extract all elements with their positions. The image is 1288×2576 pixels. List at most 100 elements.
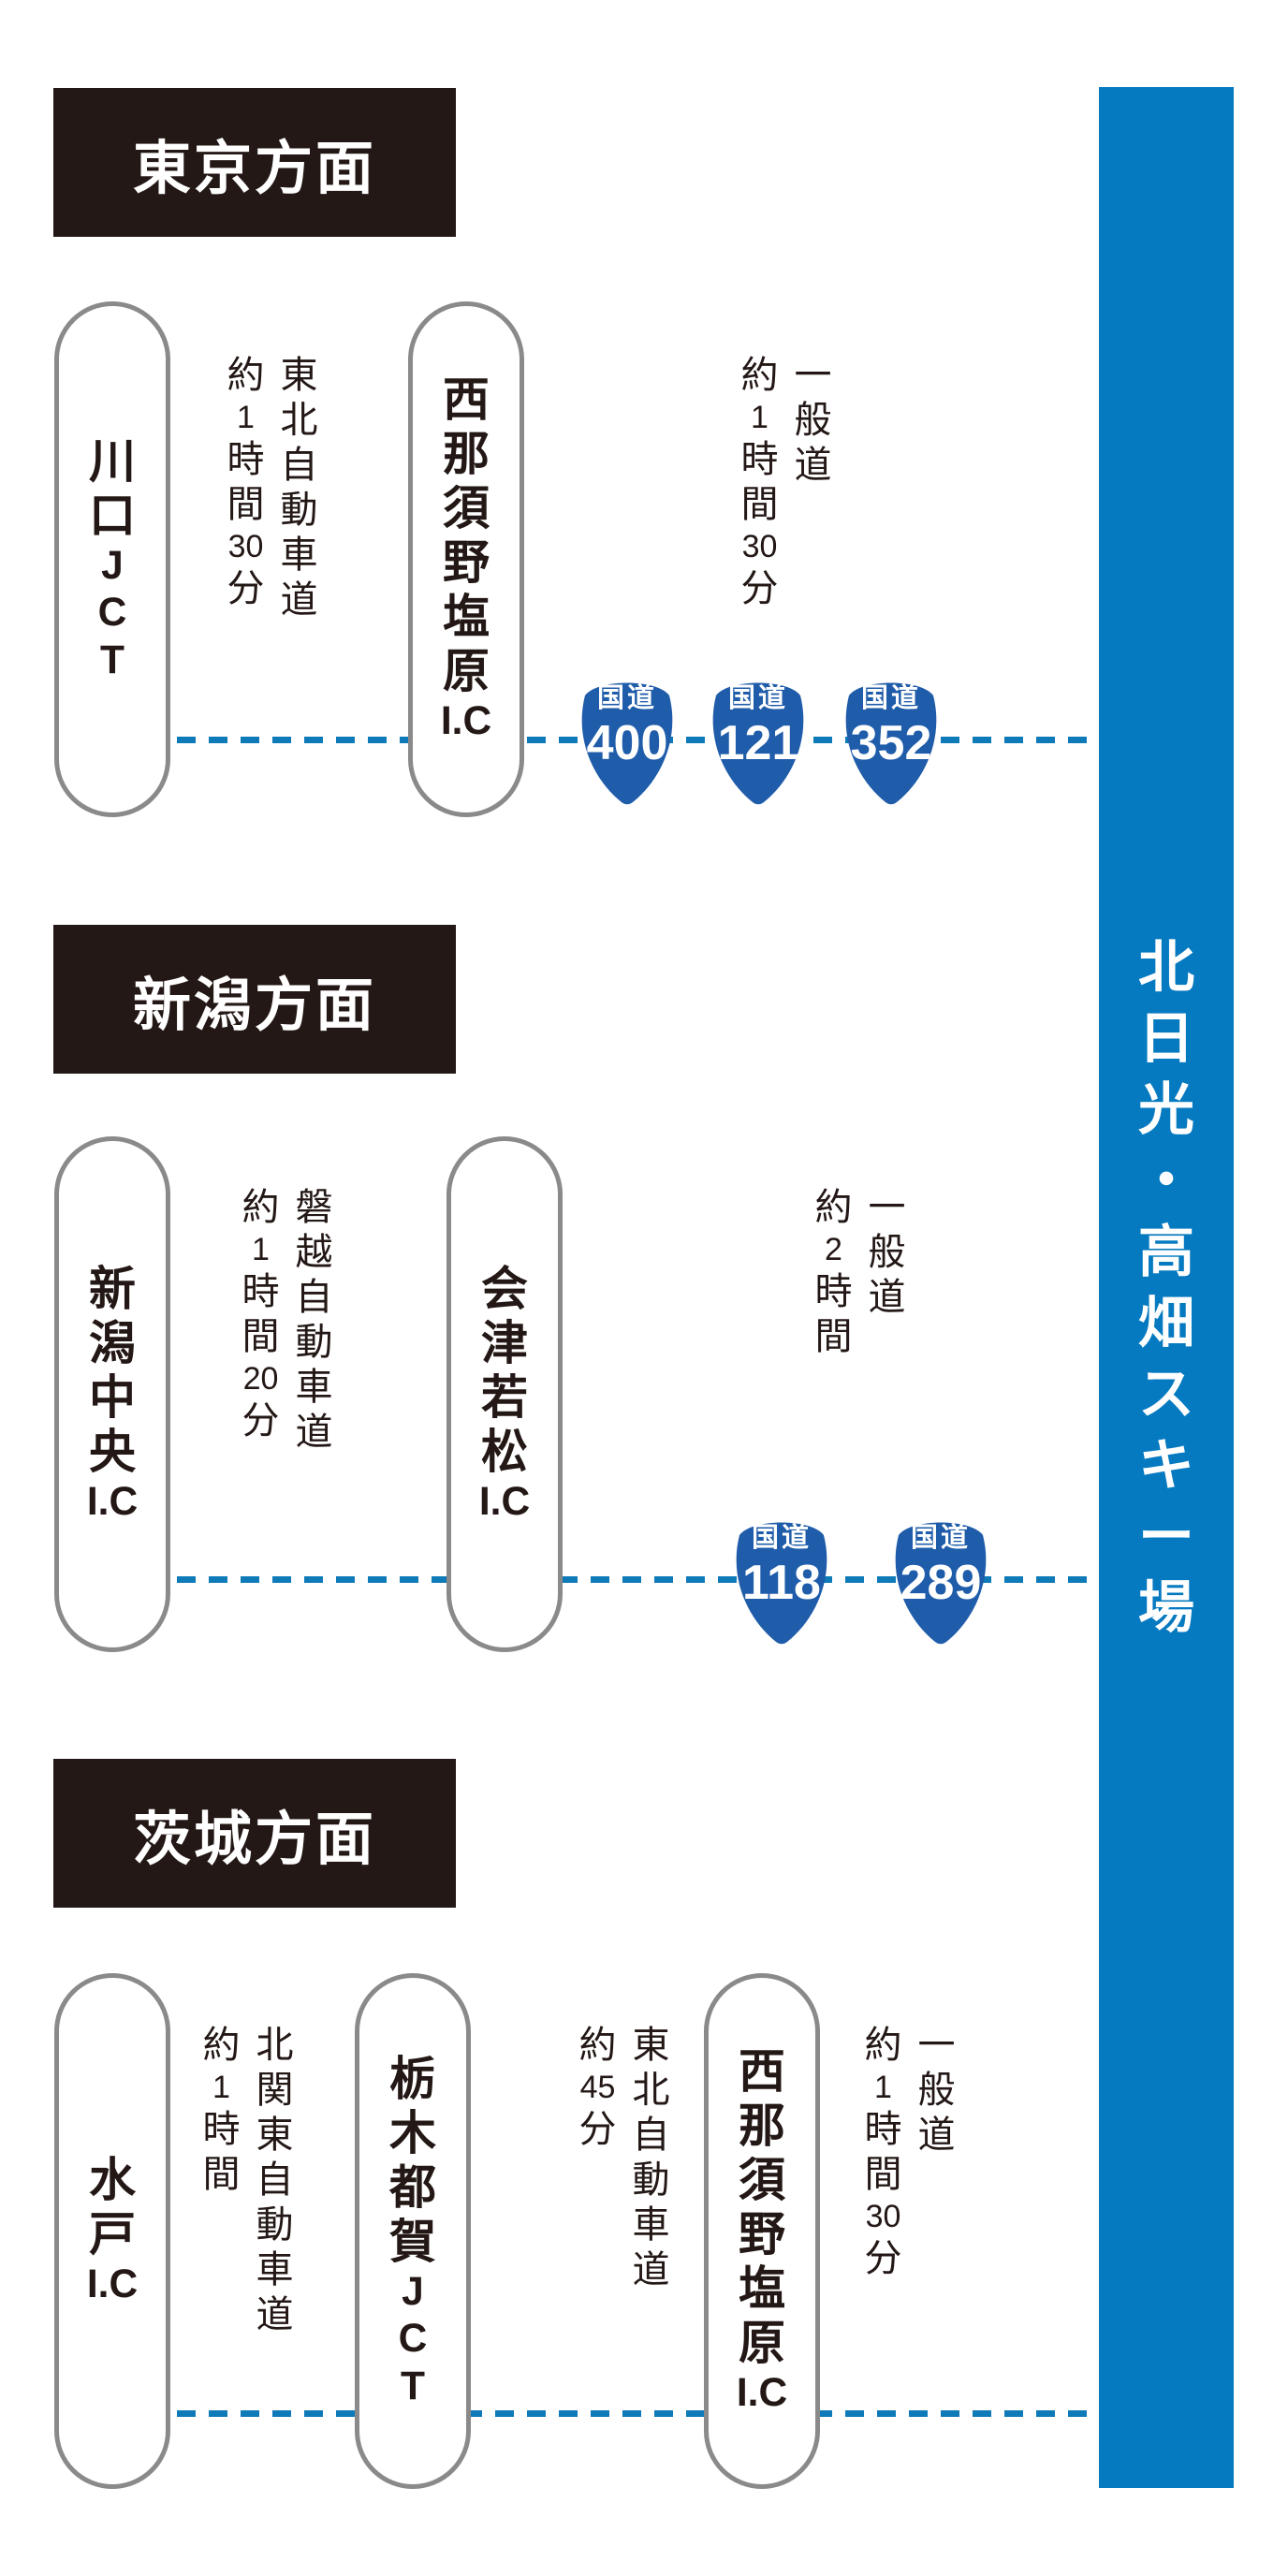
char-segment: 車 <box>295 1367 333 1408</box>
badge-kind-label: 国道 <box>910 1523 971 1553</box>
section-header-niigata: 新潟方面 <box>53 925 456 1074</box>
char-segment: I.C <box>736 2371 788 2416</box>
badge-number: 289 <box>900 1556 982 1610</box>
route-shield-icon <box>736 1522 827 1645</box>
char-segment: ー <box>1138 1504 1194 1568</box>
leg-road-name: 一般道 <box>918 2027 956 2154</box>
char-segment: 北 <box>1138 935 1194 999</box>
char-segment: 東 <box>256 2115 294 2156</box>
char-segment: 一 <box>868 1187 906 1228</box>
char-segment: 30 <box>741 529 778 564</box>
char-segment: 動 <box>295 1322 333 1363</box>
char-segment: 野 <box>739 2208 785 2261</box>
leg-road-name: 一般道 <box>795 357 832 484</box>
char-segment: 1 <box>751 400 768 435</box>
route-badge-289: 国道 289 <box>885 1510 997 1650</box>
route-badge-118: 国道 118 <box>725 1510 838 1650</box>
char-segment: 30 <box>227 529 264 564</box>
char-segment: 潟 <box>89 1317 136 1370</box>
char-segment: 津 <box>481 1317 528 1370</box>
char-segment: 道 <box>280 579 318 621</box>
char-segment: 1 <box>212 2070 230 2105</box>
char-segment: 原 <box>443 645 490 698</box>
char-segment: 時 <box>227 439 265 480</box>
leg-road-name: 北関東自動車道 <box>256 2027 294 2334</box>
char-segment: 塩 <box>739 2262 785 2316</box>
char-segment: ・ <box>1138 1149 1194 1212</box>
char-segment: 分 <box>242 1400 280 1442</box>
char-segment: 時 <box>740 439 779 480</box>
char-segment: 東 <box>632 2025 670 2066</box>
leg-road-name: 磐越自動車道 <box>296 1189 333 1451</box>
char-segment: 中 <box>89 1371 136 1425</box>
char-segment: 般 <box>868 1232 906 1273</box>
char-segment: 北 <box>280 400 318 441</box>
char-segment: J <box>101 543 124 588</box>
char-segment: 光 <box>1138 1077 1194 1141</box>
section-heading-text: 東京方面 <box>132 136 376 201</box>
leg-kitakanto-expressway: 北関東自動車道 約 1 時間 <box>203 2027 294 2334</box>
route-badge-121: 国道 121 <box>702 670 814 811</box>
char-segment: 間 <box>740 484 779 525</box>
route-badge-352: 国道 352 <box>835 670 947 811</box>
char-segment: 北 <box>632 2070 670 2111</box>
char-segment: 動 <box>256 2204 294 2246</box>
route-line-niigata <box>113 1576 1099 1583</box>
char-segment: I.C <box>478 1480 531 1525</box>
char-segment: キ <box>1138 1433 1194 1497</box>
char-segment: 間 <box>227 484 265 525</box>
char-segment: 車 <box>256 2249 294 2291</box>
char-segment: 越 <box>295 1232 333 1273</box>
badge-kind-label: 国道 <box>596 683 657 713</box>
char-segment: 分 <box>864 2238 902 2279</box>
char-segment: 畑 <box>1138 1291 1194 1354</box>
char-segment: I.C <box>86 2262 139 2307</box>
badge-kind-label: 国道 <box>727 683 788 713</box>
char-segment: 時 <box>864 2109 902 2150</box>
char-segment: 若 <box>481 1371 528 1425</box>
char-segment: 間 <box>202 2154 241 2195</box>
char-segment: 那 <box>739 2100 785 2153</box>
char-segment: 般 <box>917 2070 956 2111</box>
char-segment: 新 <box>89 1263 136 1316</box>
char-segment: 戸 <box>89 2208 136 2261</box>
char-segment: 車 <box>632 2204 670 2246</box>
char-segment: 約 <box>242 1187 280 1228</box>
leg-road-name: 東北自動車道 <box>633 2027 670 2289</box>
char-segment: 東 <box>280 355 318 396</box>
char-segment: 須 <box>739 2154 785 2207</box>
char-segment: I.C <box>86 1480 139 1525</box>
char-segment: 2 <box>825 1232 842 1267</box>
char-segment: 時 <box>202 2109 241 2150</box>
section-heading-text: 茨城方面 <box>132 1807 376 1872</box>
badge-number: 121 <box>717 716 799 770</box>
char-segment: 動 <box>280 490 318 531</box>
char-segment: 須 <box>443 482 490 535</box>
destination-label: 北日光・高畑スキー場 <box>1138 935 1194 1636</box>
leg-road-name: 東北自動車道 <box>281 357 318 619</box>
char-segment: 約 <box>578 2025 617 2066</box>
char-segment: 約 <box>202 2025 241 2066</box>
route-shield-icon <box>712 682 804 805</box>
char-segment: 45 <box>579 2070 616 2105</box>
char-segment: 約 <box>740 355 779 396</box>
char-segment: 30 <box>865 2199 901 2234</box>
